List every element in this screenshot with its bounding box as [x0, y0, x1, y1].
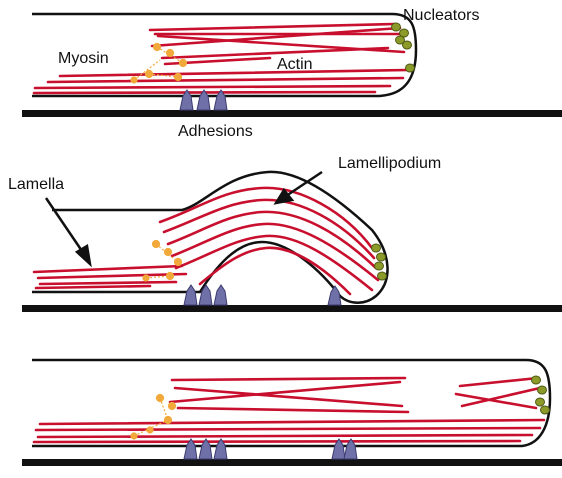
actin-filament — [178, 408, 408, 412]
actin-filament — [35, 86, 390, 88]
myosin-motor-icon — [169, 403, 176, 410]
actin-filament — [38, 435, 532, 437]
label-actin: Actin — [277, 57, 313, 73]
substrate-line — [22, 110, 562, 117]
actin-filament — [34, 266, 182, 272]
substrate-line — [22, 305, 562, 312]
actin-filament — [460, 378, 538, 386]
actin-filament — [34, 441, 520, 442]
adhesion-complex-icon — [199, 285, 212, 305]
nucleator-blob-icon — [532, 376, 541, 384]
label-lamellipodium: Lamellipodium — [338, 156, 441, 172]
actin-filament — [172, 378, 405, 380]
adhesion-complex-icon — [214, 285, 227, 305]
actin-filament — [36, 428, 540, 430]
nucleator-blob-icon — [375, 262, 384, 270]
actin-filament — [40, 420, 544, 424]
nucleator-blob-icon — [536, 398, 545, 406]
nucleator-blob-icon — [372, 244, 381, 252]
actin-filament — [40, 282, 176, 284]
label-myosin: Myosin — [58, 51, 109, 67]
label-adhesions: Adhesions — [178, 124, 253, 140]
arrow-pointer-icon — [46, 198, 90, 264]
adhesion-complex-icon — [184, 285, 197, 305]
nucleator-blob-icon — [392, 23, 401, 31]
panel-3 — [22, 360, 562, 466]
nucleator-blob-icon — [538, 386, 547, 394]
myosin-cluster — [131, 395, 176, 440]
actin-filaments — [34, 378, 544, 442]
actin-filament — [48, 78, 403, 82]
label-nucleators: Nucleators — [403, 8, 479, 24]
panel-2 — [22, 172, 562, 312]
nucleator-blob-icon — [378, 272, 387, 280]
adhesion-group — [180, 90, 227, 110]
nucleator-blob-icon — [377, 253, 386, 261]
actin-filament — [170, 382, 400, 402]
actin-filament — [36, 286, 150, 288]
nucleator-blob-icon — [406, 64, 415, 72]
label-lamella: Lamella — [8, 177, 64, 193]
substrate-line — [22, 459, 562, 466]
arrow-pointer-icon — [276, 172, 322, 203]
nucleator-blob-icon — [403, 41, 412, 49]
actin-filament — [150, 24, 395, 30]
nucleator-blob-icon — [541, 406, 550, 414]
actin-filament — [60, 70, 408, 76]
adhesion-group — [184, 285, 341, 305]
nucleator-cluster — [392, 23, 415, 72]
actin-filament — [162, 48, 388, 58]
adhesion-complex-icon — [328, 286, 341, 305]
